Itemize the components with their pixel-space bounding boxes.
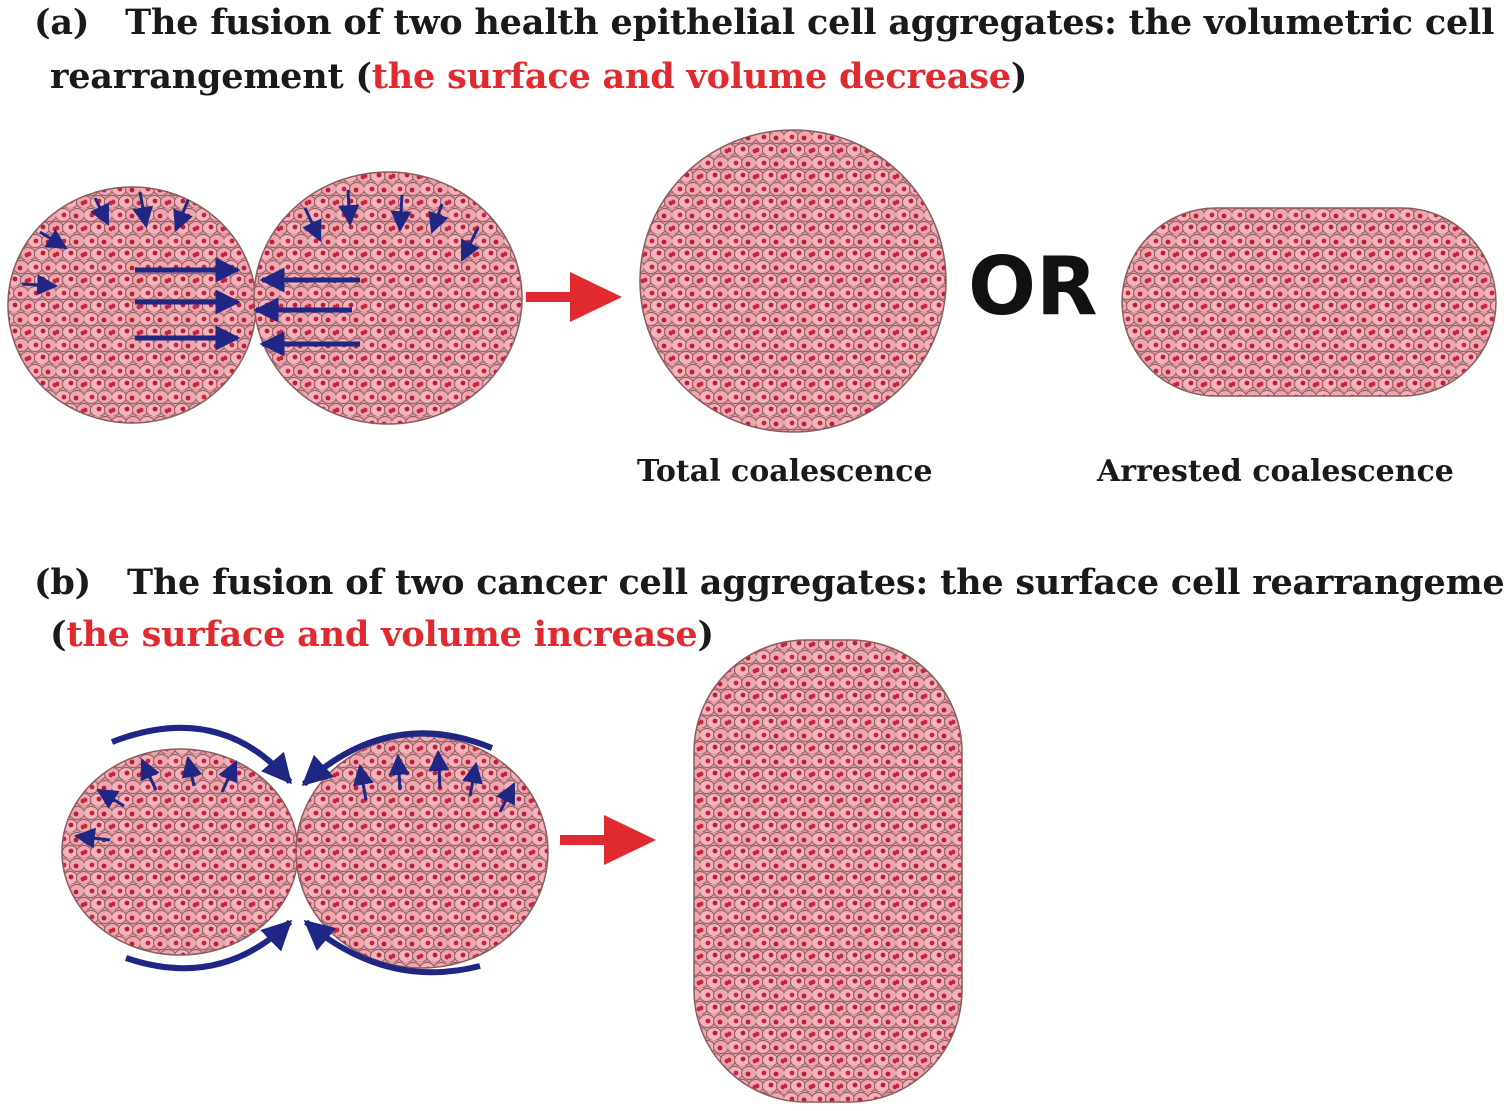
aggregate-b-left xyxy=(61,748,299,956)
panel-a-inward-arrows xyxy=(21,189,480,357)
panel-b-surface-arrows xyxy=(73,724,516,976)
panel-b-label: (b) xyxy=(34,562,91,603)
panel-b-title-text: The fusion of two cancer cell aggregates… xyxy=(126,562,1504,603)
aggregate-arrested-coalescence xyxy=(1121,207,1497,397)
panel-a-transition-arrow xyxy=(526,272,622,322)
panel-a-title-prefix: rearrangement ( xyxy=(50,56,372,97)
panel-a-label: (a) xyxy=(34,2,90,43)
panel-a-title-red: the surface and volume decrease xyxy=(371,56,1011,97)
aggregate-b-right xyxy=(295,735,549,969)
panel-a-title-line2: rearrangement (the surface and volume de… xyxy=(50,56,1027,97)
aggregate-a-right xyxy=(253,171,523,425)
aggregate-b-result xyxy=(693,639,963,1103)
panel-b-title-line2: (the surface and volume increase) xyxy=(50,614,714,655)
panel-a-initial-aggregates xyxy=(7,171,523,425)
panel-b-title-suffix: ) xyxy=(697,614,714,655)
panel-b-title-prefix: ( xyxy=(50,614,67,655)
or-label: OR xyxy=(968,240,1098,333)
panel-b-title-line1: (b) The fusion of two cancer cell aggreg… xyxy=(34,562,1504,603)
aggregate-a-left xyxy=(7,186,257,424)
panel-a-title-suffix: ) xyxy=(1010,56,1028,97)
aggregate-total-coalescence xyxy=(639,129,947,433)
panel-b-initial-aggregates xyxy=(61,735,549,969)
panel-a-title-text: The fusion of two health epithelial cell… xyxy=(125,2,1495,43)
panel-b-transition-arrow xyxy=(560,815,656,865)
panel-a-title-line1: (a) The fusion of two health epithelial … xyxy=(34,2,1494,43)
panel-b-title-red: the surface and volume increase xyxy=(66,614,698,655)
caption-total-coalescence: Total coalescence xyxy=(637,454,933,489)
caption-arrested-coalescence: Arrested coalescence xyxy=(1097,454,1454,489)
